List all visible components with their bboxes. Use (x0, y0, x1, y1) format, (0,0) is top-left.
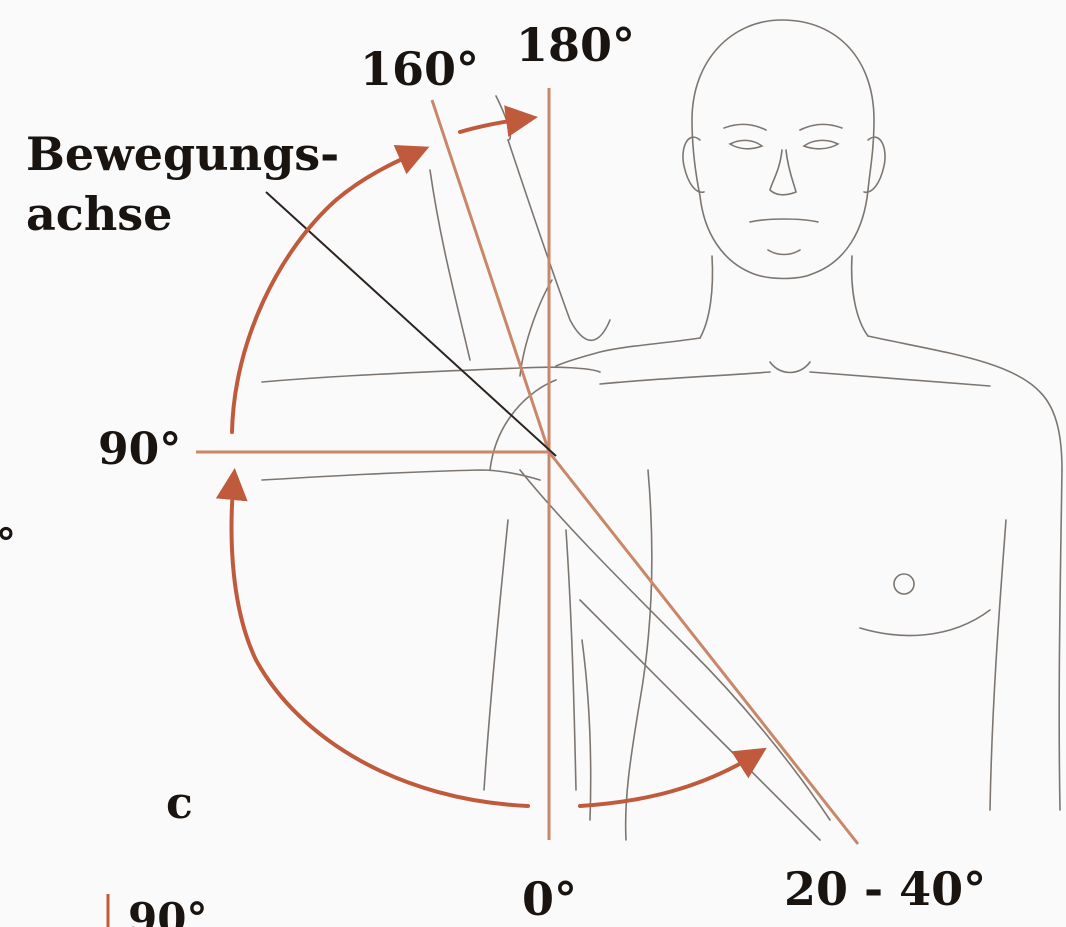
head-outline (692, 20, 874, 279)
reference-line-20-40 (549, 452, 858, 844)
next-panel-angle-label: 90° (128, 898, 207, 927)
sternum-notch (770, 362, 810, 373)
raised-hand (496, 96, 510, 140)
nipple (894, 574, 914, 594)
right-eye (804, 140, 838, 148)
left-eye (730, 140, 762, 148)
arc-160-to-180 (460, 118, 530, 132)
right-arm-inner (1059, 470, 1062, 810)
pectoral (860, 610, 990, 635)
angle-label-180: 180° (516, 22, 635, 68)
torso-left-side (626, 470, 652, 840)
movement-axis-label-line1: Bewegungs- (26, 124, 339, 184)
chin (768, 250, 800, 255)
lowered-arm-outer (520, 470, 830, 820)
panel-label: c (166, 782, 193, 826)
movement-axis-label: Bewegungs- achse (26, 124, 339, 244)
arc-0-to-20-40 (580, 752, 760, 806)
human-figure (262, 20, 1062, 840)
raised-arm-back (508, 140, 610, 340)
shoulder-cap (520, 280, 552, 376)
angle-label-0: 0° (522, 876, 577, 922)
left-shoulder (556, 338, 700, 366)
angle-label-20-40: 20 - 40° (784, 866, 986, 912)
torso-mid (582, 640, 591, 820)
neck-left (700, 256, 713, 338)
clavicle-left (600, 372, 770, 384)
movement-axis-label-line2: achse (26, 184, 339, 244)
side-arm-left (484, 520, 508, 790)
right-ear (864, 137, 885, 192)
nose (770, 150, 796, 195)
right-shoulder (868, 336, 1062, 470)
angle-label-160: 160° (360, 46, 479, 92)
neck-right (852, 256, 868, 336)
side-arm-right (566, 530, 576, 790)
clavicle-right (810, 372, 990, 386)
arc-0-to-90 (232, 476, 528, 806)
cropped-degree-mark: ° (0, 524, 16, 564)
horizontal-arm-bottom (262, 470, 540, 480)
angle-label-90: 90° (98, 428, 181, 472)
right-eyebrow (800, 124, 842, 130)
right-torso-side (990, 520, 1006, 810)
mouth (750, 219, 818, 222)
left-eyebrow (724, 124, 766, 130)
